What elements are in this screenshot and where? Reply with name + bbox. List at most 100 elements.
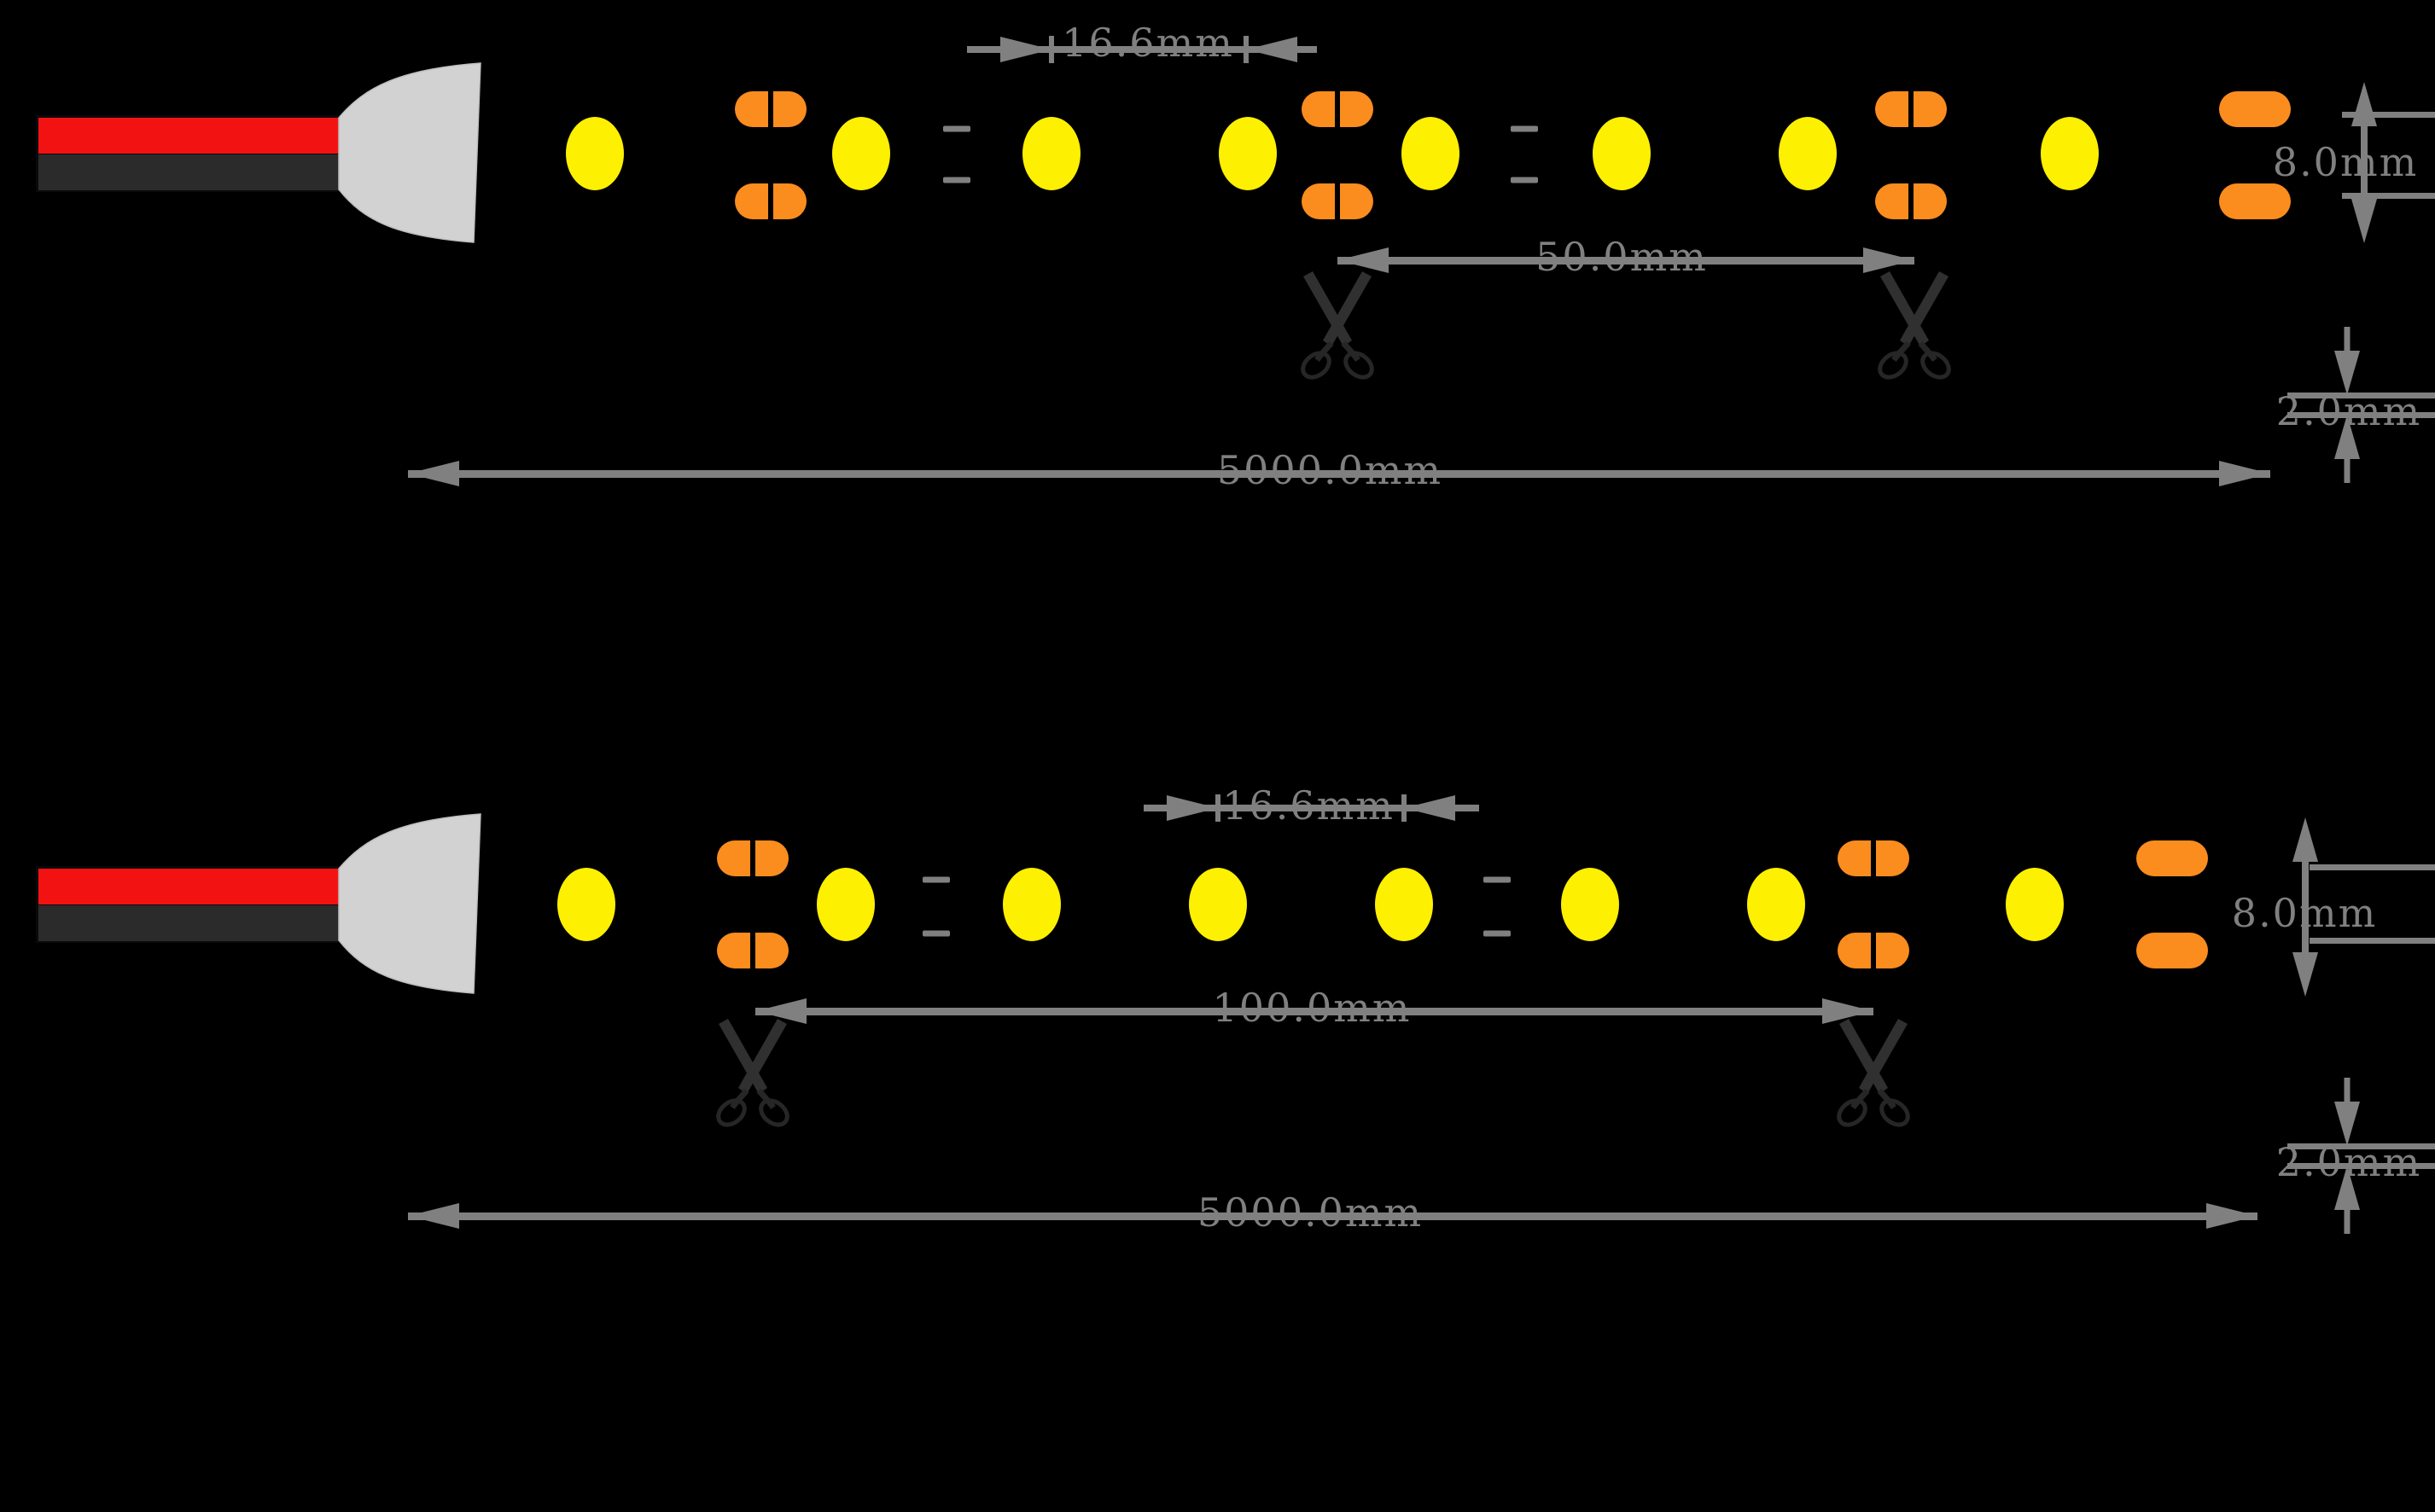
extension-line (2342, 193, 2435, 199)
cut-line (1908, 183, 1914, 219)
arrowhead-left (755, 998, 807, 1024)
led-pitch-label: 16.6mm (1062, 20, 1234, 66)
cut-line (1335, 183, 1340, 219)
cut-line (768, 183, 773, 219)
scissors-loop (759, 1098, 789, 1127)
strip-width-label: 8.0mm (2232, 890, 2377, 936)
led (832, 117, 890, 190)
solder-pad-pair (1838, 840, 1909, 968)
led (1779, 117, 1837, 190)
arrowhead-up (2334, 1166, 2360, 1210)
led-pitch-label: 16.6mm (1222, 782, 1395, 829)
dimension-line (408, 1213, 2257, 1220)
led (1219, 117, 1277, 190)
dimension-thickness: 2.0mm (2276, 327, 2435, 483)
scissors-blade (1323, 271, 1372, 346)
thickness-label: 2.0mm (2276, 388, 2421, 434)
led (1593, 117, 1651, 190)
extension-line (2287, 412, 2435, 418)
cut-line (1908, 91, 1914, 127)
strip-width-label: 8.0mm (2273, 139, 2418, 185)
arrowhead-down (2334, 351, 2360, 395)
extension-line (2342, 112, 2435, 118)
solder-pad-pair (717, 840, 789, 968)
dimension-line (967, 46, 1317, 53)
arrowhead-left (408, 461, 459, 486)
dimension-strip-width: 8.0mm (2232, 817, 2435, 997)
solder-pad (2219, 183, 2291, 219)
reel-length-label: 5000.0mm (1217, 447, 1442, 493)
extension-line (2287, 1163, 2435, 1169)
dimension-line (1144, 805, 1479, 811)
dimension-led-pitch: 16.6mm (967, 20, 1317, 66)
scissors-blade (1900, 271, 1949, 346)
led (1561, 868, 1619, 941)
arrowhead-right (1000, 37, 1051, 62)
component-mark (1483, 930, 1511, 937)
component-mark (923, 876, 950, 883)
scissors-loop (716, 1098, 747, 1127)
arrowhead-up (2292, 817, 2318, 862)
solder-pad-pair (735, 91, 807, 219)
arrowhead-down (2334, 1102, 2360, 1146)
strip-50mm-cut: 16.6mm 50.0mm 5000.0mm 8.0mm 2.0mm (36, 20, 2435, 493)
cut-line (750, 840, 755, 876)
thickness-label: 2.0mm (2276, 1139, 2421, 1185)
arrowhead-right (1167, 795, 1218, 821)
cut-length-label: 100.0mm (1213, 985, 1412, 1031)
led (1375, 868, 1433, 941)
cut-line (1335, 91, 1340, 127)
cut-line (1871, 840, 1876, 876)
led (1022, 117, 1081, 190)
arrowhead-right (1822, 998, 1873, 1024)
component-mark (1511, 125, 1538, 132)
component-mark (943, 177, 970, 183)
end-cap (338, 813, 481, 994)
led (1189, 868, 1247, 941)
led (817, 868, 875, 941)
led (2006, 868, 2064, 941)
dimension-cut-length: 100.0mm (755, 985, 1873, 1031)
arrowhead-right (1863, 247, 1914, 273)
led (1747, 868, 1805, 941)
solder-pad-pair (2136, 840, 2208, 968)
cut-line (1871, 933, 1876, 968)
arrowhead-left (1246, 37, 1297, 62)
led (566, 117, 624, 190)
dimension-strip-width: 8.0mm (2273, 82, 2435, 243)
solder-pad (2219, 91, 2291, 127)
cut-line (768, 91, 773, 127)
arrowhead-right (2219, 461, 2270, 486)
component-mark (1511, 177, 1538, 183)
dimension-line (2361, 116, 2368, 209)
red-wire (38, 869, 339, 904)
extension-line (2287, 393, 2435, 398)
dimension-reel-length: 5000.0mm (408, 1189, 2257, 1236)
dimension-line (2344, 454, 2351, 483)
scissors-blade (738, 1019, 787, 1094)
solder-pad (2136, 840, 2208, 876)
component-mark (1483, 876, 1511, 883)
component-mark (923, 930, 950, 937)
scissors-icon (716, 1019, 789, 1127)
dimension-line (1337, 257, 1914, 265)
dimension-line (2344, 327, 2351, 356)
solder-pad (2136, 933, 2208, 968)
dimension-line (2344, 1205, 2351, 1234)
dimension-reel-length: 5000.0mm (408, 447, 2270, 493)
dimension-line (755, 1008, 1873, 1015)
dimension-cut-length: 50.0mm (1337, 234, 1914, 280)
dimension-thickness: 2.0mm (2276, 1078, 2435, 1234)
scissors-loop (1878, 351, 1908, 380)
reel-length-label: 5000.0mm (1197, 1189, 1423, 1236)
scissors-icon (1301, 271, 1374, 380)
dimension-line (408, 470, 2270, 478)
led (2041, 117, 2099, 190)
scissors-loop (1879, 1098, 1910, 1127)
solder-pad-pair (1302, 91, 1373, 219)
arrowhead-up (2334, 415, 2360, 459)
solder-pad-pair (2219, 91, 2291, 219)
